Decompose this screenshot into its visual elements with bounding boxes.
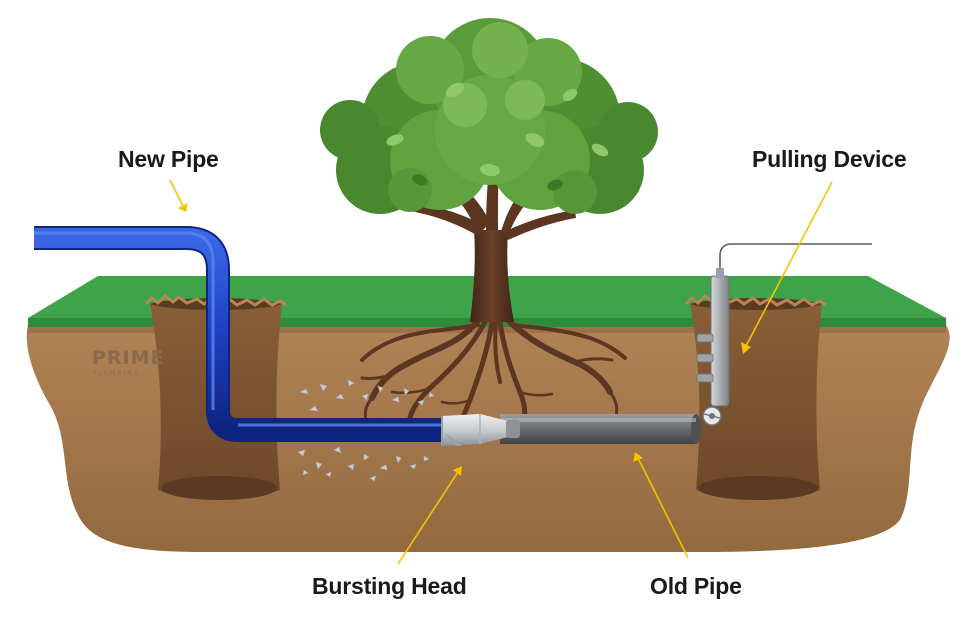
new-pipe	[34, 226, 442, 442]
new-pipe-label: New Pipe	[118, 146, 219, 172]
brand-tagline: PLUMBING	[93, 370, 141, 377]
bursting-head-label: Bursting Head	[312, 573, 467, 599]
old-pipe-label: Old Pipe	[650, 573, 742, 599]
pipe-fragments-icon	[297, 379, 435, 482]
old-pipe-arrow	[637, 457, 689, 559]
tree-roots	[360, 317, 627, 429]
new-pipe-arrow	[169, 179, 184, 207]
bursting-head-arrow	[397, 471, 459, 565]
callout-arrows	[169, 179, 833, 565]
brand-logo: PRIME	[92, 347, 165, 369]
pulling-device-label: Pulling Device	[752, 146, 907, 172]
pulling-device-icon	[696, 243, 872, 426]
bursting-head	[441, 414, 520, 446]
tree-icon	[320, 18, 658, 214]
old-pipe	[500, 414, 701, 444]
pulling-device-arrow	[745, 181, 833, 347]
